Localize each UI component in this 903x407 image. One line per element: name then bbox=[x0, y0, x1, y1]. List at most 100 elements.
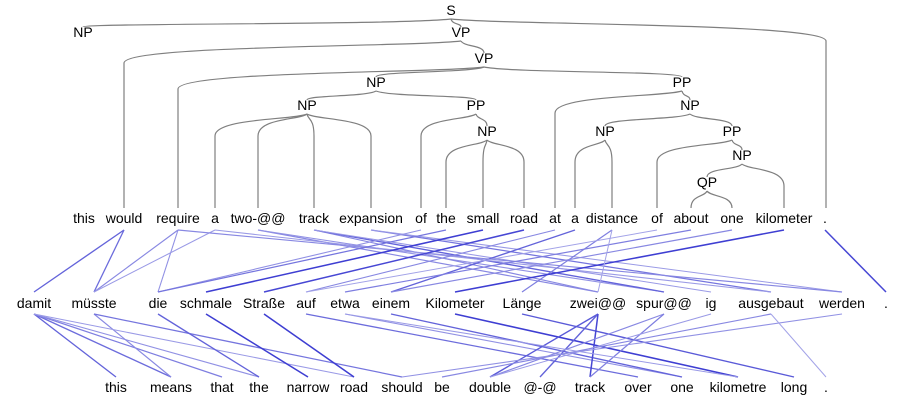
ref-token: means bbox=[150, 379, 192, 395]
alignment-line bbox=[214, 229, 772, 293]
ref-token: @-@ bbox=[523, 379, 556, 395]
alignment-line bbox=[33, 313, 260, 378]
de-token: spur@@ bbox=[636, 295, 692, 311]
alignment-line bbox=[390, 229, 733, 293]
tree-edge bbox=[460, 40, 485, 54]
alignment-line bbox=[177, 229, 843, 293]
de-token: Länge bbox=[503, 295, 542, 311]
en-token: road bbox=[510, 210, 538, 226]
tree-edge bbox=[450, 18, 462, 28]
de-token: Kilometer bbox=[425, 295, 484, 311]
en-token: at bbox=[549, 210, 561, 226]
tree-edge bbox=[706, 163, 743, 178]
tree-edge bbox=[604, 139, 613, 208]
alignment-line bbox=[157, 229, 447, 293]
tree-edge bbox=[306, 113, 372, 208]
tree-edge bbox=[123, 40, 462, 208]
alignment-line bbox=[589, 313, 599, 378]
alignment-line bbox=[489, 313, 665, 378]
de-token: auf bbox=[296, 295, 316, 311]
tree-edge bbox=[656, 139, 733, 208]
tree-node-np-subject: NP bbox=[73, 24, 92, 40]
en-token: of bbox=[651, 210, 663, 226]
alignment-line bbox=[33, 313, 117, 378]
tree-node-vp-1: VP bbox=[452, 24, 471, 40]
alignment-line bbox=[344, 229, 692, 293]
alignment-line bbox=[401, 313, 843, 378]
tree-edge bbox=[375, 66, 485, 78]
ref-token: this bbox=[105, 379, 127, 395]
alignment-line bbox=[257, 229, 599, 293]
english-tokens: this would require a two-@@ track expans… bbox=[73, 210, 827, 226]
alignment-line bbox=[441, 313, 772, 378]
en-token: . bbox=[823, 210, 827, 226]
alignment-line bbox=[370, 229, 843, 293]
alignment-line bbox=[489, 313, 712, 378]
tree-node-np-kilometer: NP bbox=[732, 147, 751, 163]
ref-token: one bbox=[670, 379, 694, 395]
alignment-line bbox=[589, 313, 665, 378]
ref-token: double bbox=[469, 379, 511, 395]
en-token: two-@@ bbox=[231, 210, 286, 226]
tree-edge bbox=[420, 113, 477, 208]
tree-edge bbox=[257, 113, 308, 208]
de-token: ig bbox=[706, 295, 717, 311]
de-token: damit bbox=[17, 295, 51, 311]
tree-edge bbox=[475, 113, 488, 127]
ref-token: track bbox=[575, 379, 606, 395]
alignment-lines-source bbox=[33, 229, 887, 293]
tree-node-pp-location: PP bbox=[673, 74, 692, 90]
alignment-line bbox=[390, 313, 683, 378]
tree-edge bbox=[306, 90, 377, 101]
alignment-line bbox=[33, 313, 223, 378]
tree-edge bbox=[483, 66, 683, 78]
en-token: about bbox=[673, 210, 708, 226]
tree-edge bbox=[681, 90, 691, 101]
alignment-line bbox=[305, 229, 556, 293]
en-token: a bbox=[211, 210, 219, 226]
tree-node-np-head: NP bbox=[297, 97, 316, 113]
alignment-line bbox=[257, 229, 665, 293]
de-token: etwa bbox=[330, 295, 360, 311]
tree-node-np-distance: NP bbox=[680, 97, 699, 113]
en-token: the bbox=[436, 210, 456, 226]
tree-node-s: S bbox=[446, 2, 455, 18]
en-token: track bbox=[299, 210, 330, 226]
tree-edge bbox=[731, 139, 743, 151]
alignment-line bbox=[454, 313, 739, 378]
reference-tokens: this means that the narrow road should b… bbox=[105, 379, 828, 395]
alignment-line bbox=[93, 229, 125, 293]
german-tokens: damit müsste die schmale Straße auf etwa… bbox=[17, 295, 888, 311]
tree-node-np-a-distance: NP bbox=[595, 123, 614, 139]
alignment-line bbox=[93, 313, 403, 378]
alignment-line bbox=[93, 229, 216, 293]
alignment-line bbox=[157, 313, 260, 378]
tree-edge bbox=[375, 90, 477, 101]
alignment-line bbox=[93, 229, 179, 293]
ref-token: that bbox=[210, 379, 233, 395]
alignment-line bbox=[33, 313, 355, 378]
tree-edge bbox=[306, 113, 315, 208]
alignment-line bbox=[305, 229, 658, 293]
tree-edge bbox=[689, 113, 733, 127]
ref-token: narrow bbox=[287, 379, 331, 395]
alignment-line bbox=[263, 313, 355, 378]
de-token: werden bbox=[818, 295, 865, 311]
parse-tree-labels: S NP VP VP NP PP NP PP NP NP NP PP NP QP bbox=[73, 2, 751, 190]
de-token: . bbox=[884, 295, 888, 311]
de-token: Straße bbox=[243, 295, 285, 311]
tree-edge bbox=[690, 190, 708, 209]
de-token: schmale bbox=[180, 295, 232, 311]
tree-node-vp-2: VP bbox=[475, 50, 494, 66]
ref-token: the bbox=[249, 379, 269, 395]
tree-node-pp-of-2: PP bbox=[723, 123, 742, 139]
alignment-line bbox=[824, 229, 887, 293]
tree-edge bbox=[445, 139, 488, 208]
en-token: a bbox=[571, 210, 579, 226]
tree-edge bbox=[604, 113, 691, 127]
alignment-line bbox=[93, 313, 172, 378]
parse-tree-edges bbox=[82, 18, 827, 209]
en-token: require bbox=[156, 210, 200, 226]
alignment-line bbox=[454, 229, 785, 293]
alignment-lines-reference bbox=[33, 313, 843, 378]
